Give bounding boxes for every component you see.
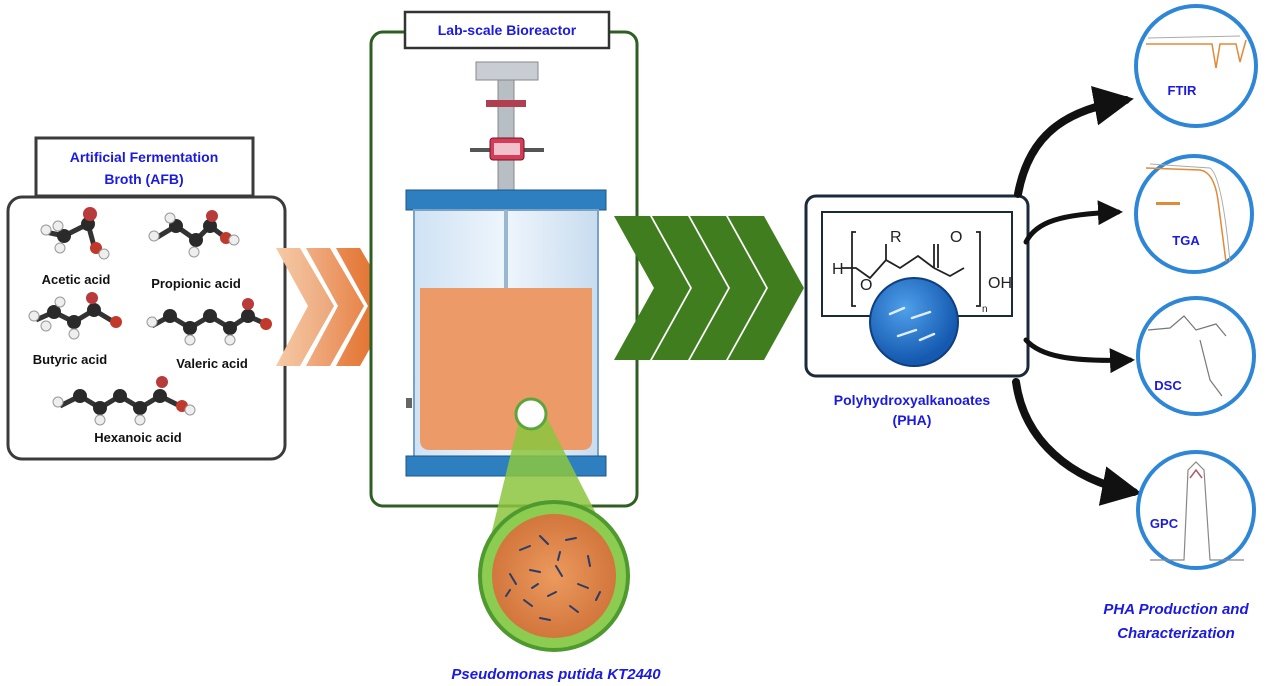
propionic-acid-molecule	[148, 210, 240, 258]
pha-panel: H O R O OH n Polyhydroxyalkanoates (PHA)	[804, 194, 1030, 428]
stirrer-assembly	[470, 61, 544, 199]
valeric-acid-molecule	[146, 298, 272, 346]
pha-structure-bonds	[842, 231, 981, 307]
vessel-lid	[405, 189, 607, 211]
pha-granule	[869, 277, 959, 367]
vessel-base	[405, 455, 607, 477]
bioreactor-title: Lab-scale Bioreactor	[438, 22, 577, 38]
broth-liquid	[420, 288, 592, 450]
bacteria-cells	[505, 535, 601, 621]
characterization-caption-line1: PHA Production and	[1103, 601, 1249, 618]
arrow-to-tga	[1023, 200, 1123, 245]
pha-atom-o: O	[950, 229, 962, 246]
afb-title-line2: Broth (AFB)	[104, 171, 183, 187]
sample-spot	[514, 397, 548, 431]
pha-name-line2: (PHA)	[893, 412, 932, 428]
characterization-panel: FTIR TGA DSC GPC PHA Production and Char…	[1103, 4, 1258, 642]
acid-label-butyric: Butyric acid	[33, 352, 107, 367]
butyric-acid-molecule	[28, 292, 122, 340]
green-chevron-2	[652, 216, 728, 360]
pha-repeat-n: n	[982, 304, 988, 315]
green-flow-arrows	[614, 216, 804, 360]
orange-chevron-1	[276, 248, 334, 366]
ftir-circle: FTIR	[1134, 4, 1258, 128]
pha-atom-h: H	[832, 261, 844, 278]
acid-label-acetic: Acetic acid	[42, 272, 111, 287]
pha-granule-highlights	[888, 306, 936, 342]
pha-atom-r: R	[890, 229, 902, 246]
acetic-acid-molecule	[40, 207, 110, 260]
arrow-to-gpc	[1012, 378, 1142, 506]
dsc-circle: DSC	[1136, 296, 1256, 416]
acid-label-valeric: Valeric acid	[176, 356, 248, 371]
bioreactor-panel: Lab-scale Bioreactor	[369, 10, 639, 508]
orange-chevron-2	[306, 248, 364, 366]
arrow-to-dsc	[1023, 337, 1135, 374]
hexanoic-acid-molecule	[52, 376, 196, 426]
pha-atom-oh: OH	[988, 275, 1012, 292]
method-label-dsc: DSC	[1154, 378, 1182, 393]
pha-atom-ring-o: O	[860, 277, 872, 294]
acid-label-propionic: Propionic acid	[151, 276, 241, 291]
afb-title-line1: Artificial Fermentation	[70, 149, 219, 165]
cell-magnifier: Pseudomonas putida KT2440	[451, 397, 661, 683]
pha-name-line1: Polyhydroxyalkanoates	[834, 392, 991, 408]
arrow-to-ftir	[1014, 85, 1134, 198]
acid-label-hexanoic: Hexanoic acid	[94, 430, 181, 445]
gpc-circle: GPC	[1136, 450, 1256, 570]
organism-label: Pseudomonas putida KT2440	[451, 666, 661, 683]
tga-circle: TGA	[1134, 154, 1254, 274]
branch-arrows	[1012, 85, 1142, 506]
green-chevron-4	[728, 216, 804, 360]
bioreactor-title-box	[403, 10, 611, 50]
method-label-gpc: GPC	[1150, 516, 1179, 531]
characterization-caption-line2: Characterization	[1117, 625, 1235, 642]
method-label-ftir: FTIR	[1168, 83, 1197, 98]
method-label-tga: TGA	[1172, 233, 1200, 248]
afb-panel: Artificial Fermentation Broth (AFB) Acet…	[6, 136, 287, 461]
afb-title-box	[34, 136, 255, 198]
green-chevron-1	[614, 216, 690, 360]
green-chevron-3	[690, 216, 766, 360]
colony-plate	[492, 514, 616, 638]
